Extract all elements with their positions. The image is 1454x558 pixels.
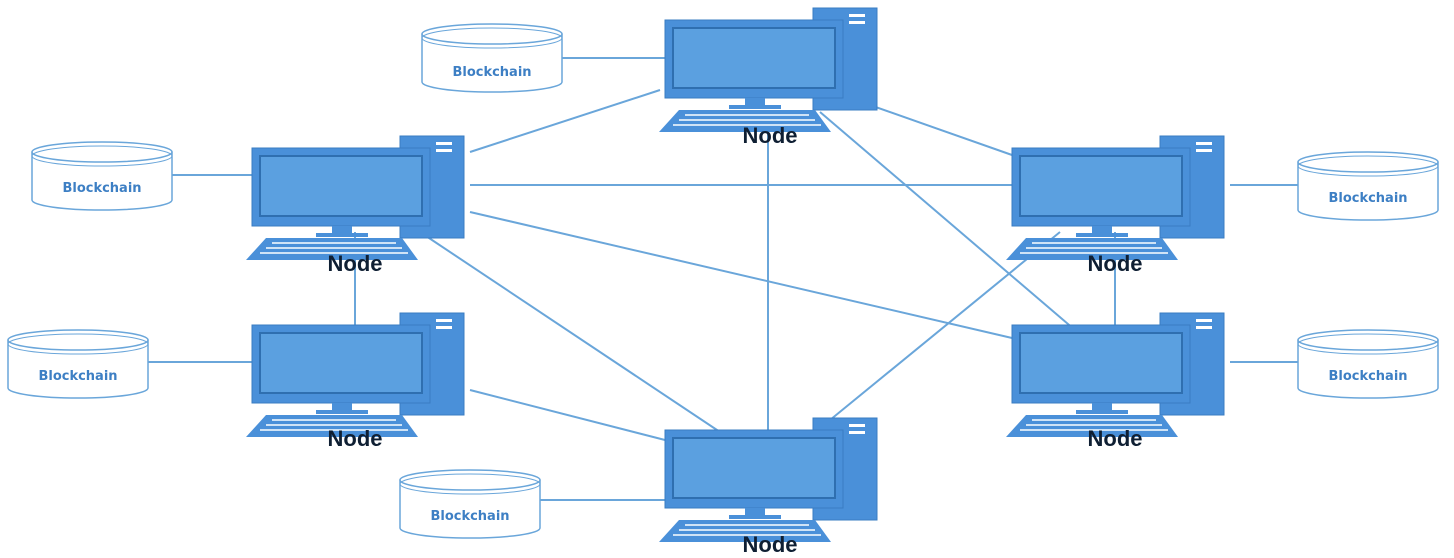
node-label: Node (743, 532, 798, 557)
computer-icon (1005, 135, 1225, 261)
computer-icon (658, 7, 878, 133)
database-icon (421, 23, 563, 93)
computer-icon (245, 312, 465, 438)
database-icon (399, 469, 541, 539)
blockchain-top: Blockchain (421, 23, 563, 93)
blockchain-label: Blockchain (1328, 191, 1407, 206)
node-right-lower: Node (1005, 312, 1225, 451)
node-bottom: Node (658, 417, 878, 557)
blockchain-label: Blockchain (1328, 369, 1407, 384)
computer-icon (245, 135, 465, 261)
link-left-upper-right-lower (469, 211, 1013, 339)
node-label: Node (1088, 251, 1143, 276)
node-right-upper: Node (1005, 135, 1225, 276)
node-label: Node (328, 426, 383, 451)
node-label: Node (1088, 426, 1143, 451)
node-top: Node (658, 7, 878, 148)
blockchain-label: Blockchain (38, 369, 117, 384)
blockchain-label: Blockchain (452, 65, 531, 80)
blockchain-right-upper: Blockchain (1297, 151, 1439, 221)
blockchain-links (148, 57, 1298, 501)
link-left-upper-bottom (419, 231, 721, 433)
link-top-right-lower (819, 111, 1076, 331)
blockchain-left-lower: Blockchain (7, 329, 149, 399)
node-left-upper: Node (245, 135, 465, 276)
network-links (354, 89, 1116, 441)
database-icon (7, 329, 149, 399)
node-left-lower: Node (245, 312, 465, 451)
link-right-upper-bottom (829, 231, 1061, 421)
database-icon (1297, 151, 1439, 221)
node-label: Node (328, 251, 383, 276)
blockchain-label: Blockchain (430, 509, 509, 524)
database-icon (31, 141, 173, 211)
link-top-left-upper (469, 89, 661, 153)
blockchain-right-lower: Blockchain (1297, 329, 1439, 399)
blockchain-bottom: Blockchain (399, 469, 541, 539)
node-label: Node (743, 123, 798, 148)
link-left-lower-bottom (469, 389, 666, 441)
computer-icon (1005, 312, 1225, 438)
computer-icon (658, 417, 878, 543)
blockchain-left-upper: Blockchain (31, 141, 173, 211)
blockchain-label: Blockchain (62, 181, 141, 196)
database-icon (1297, 329, 1439, 399)
